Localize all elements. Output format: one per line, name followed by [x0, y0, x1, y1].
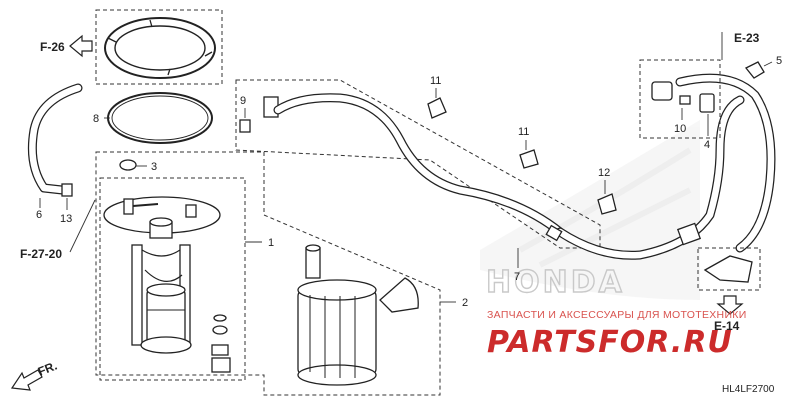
- callout-10[interactable]: 10: [674, 123, 686, 135]
- fuel-pump-module: [103, 196, 221, 354]
- callout-11a[interactable]: 11: [430, 75, 441, 87]
- callout-3[interactable]: 3: [151, 161, 157, 173]
- connector-box: [639, 59, 721, 139]
- shop-caption: ЗАПЧАСТИ И АКСЕССУАРЫ ДЛЯ МОТОТЕХНИКИ: [487, 309, 747, 321]
- tube-joint: [676, 222, 702, 246]
- callout-8[interactable]: 8: [93, 113, 99, 125]
- callout-4[interactable]: 4: [704, 139, 710, 151]
- arrow-left-icon: [69, 34, 93, 58]
- ref-f2720[interactable]: F-27-20: [20, 247, 62, 261]
- clip-9: [239, 119, 251, 133]
- ref-front: FR.: [36, 359, 59, 379]
- callout-1[interactable]: 1: [268, 237, 274, 249]
- pump-inner-box: [99, 177, 246, 381]
- o-ring-inner: [111, 95, 209, 141]
- small-seal-2: [212, 325, 228, 335]
- pump-assembly-box: [95, 151, 441, 396]
- callout-7[interactable]: 7: [514, 271, 520, 283]
- brand-watermark: HONDA: [486, 265, 625, 300]
- callout-13[interactable]: 13: [60, 213, 72, 225]
- cap-3: [119, 159, 137, 171]
- clip-11a: [427, 97, 447, 119]
- arrow-down-icon: [716, 295, 744, 315]
- clip-10: [679, 95, 691, 105]
- clamp-13: [61, 183, 73, 197]
- callout-2[interactable]: 2: [462, 297, 468, 309]
- fuel-strainer-2: [297, 244, 419, 386]
- callout-11b[interactable]: 11: [518, 126, 529, 138]
- small-seal-1: [213, 314, 227, 322]
- diagram-part-number: HL4LF2700: [722, 384, 775, 395]
- front-arrow-icon: [10, 369, 43, 391]
- tube-joint-2: [545, 224, 563, 242]
- set-ring-box: [95, 9, 223, 85]
- ref-e14[interactable]: E-14: [714, 319, 740, 333]
- clip-12: [597, 193, 617, 215]
- connector-10: [651, 81, 673, 101]
- callout-12[interactable]: 12: [598, 167, 610, 179]
- shop-logo: PARTSFOR.RU: [487, 325, 733, 360]
- clip-11b: [519, 149, 539, 169]
- set-ring: [104, 17, 216, 79]
- o-ring: [107, 92, 213, 144]
- ref-e23[interactable]: E-23: [734, 31, 760, 45]
- callout-6[interactable]: 6: [36, 209, 42, 221]
- ref-f26[interactable]: F-26: [40, 40, 65, 54]
- clip-4: [699, 93, 715, 113]
- hose-bracket: [703, 255, 753, 283]
- filter-body: [211, 357, 231, 373]
- callout-5[interactable]: 5: [776, 55, 782, 67]
- clip-5: [744, 61, 765, 79]
- callout-9[interactable]: 9: [240, 95, 246, 107]
- filter-cap: [211, 344, 229, 356]
